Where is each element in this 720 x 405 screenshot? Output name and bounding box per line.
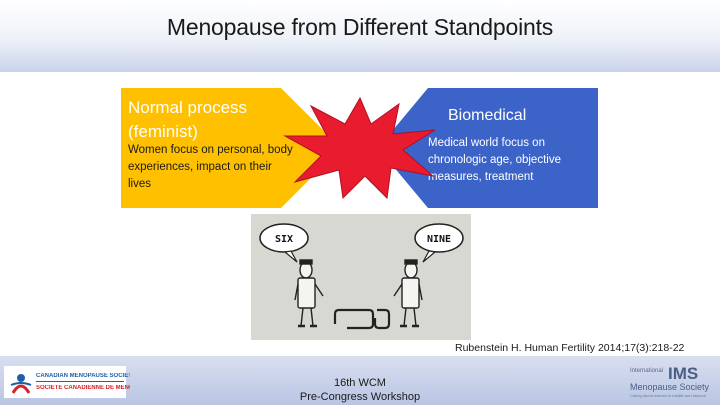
citation: Rubenstein H. Human Fertility 2014;17(3)…	[455, 342, 685, 354]
floor-number-shape	[333, 308, 391, 330]
footer-workshop: Pre-Congress Workshop	[299, 391, 421, 403]
footer-text: 16th WCM Pre-Congress Workshop	[240, 376, 480, 404]
cms-name-fr: SOCIÉTÉ CANADIENNE DE MÉNOPAUSE	[36, 385, 130, 391]
biomedical-heading: Biomedical	[448, 107, 527, 124]
ims-tagline: Caring about women in midlife and beyond	[630, 393, 706, 398]
footer-event: 16th WCM	[334, 377, 386, 389]
cms-logo[interactable]: CANADIAN MENOPAUSE SOCIETY SOCIÉTÉ CANAD…	[4, 366, 130, 398]
cms-divider	[36, 381, 124, 382]
conflict-burst	[283, 96, 436, 200]
left-person	[294, 259, 324, 328]
left-bubble-text: SIX	[275, 234, 293, 245]
right-speech-bubble: NINE	[414, 223, 464, 263]
biomedical-box	[378, 88, 598, 208]
ims-international: International	[630, 368, 664, 374]
ims-name: Menopause Society	[630, 382, 710, 392]
feminist-description: Women focus on personal, body experience…	[128, 144, 293, 190]
six-nine-illustration: SIX NINE	[251, 214, 471, 340]
left-speech-bubble: SIX	[259, 223, 309, 263]
ims-logo[interactable]: International IMS Menopause Society Cari…	[628, 364, 716, 400]
feminist-heading: Normal process (feminist)	[128, 98, 248, 141]
right-bubble-text: NINE	[427, 234, 451, 245]
cms-name-en: CANADIAN MENOPAUSE SOCIETY	[36, 373, 130, 379]
cms-emblem-icon	[10, 374, 32, 394]
biomedical-description: Medical world focus on chronologic age, …	[428, 137, 561, 183]
title-bar	[0, 0, 720, 72]
slide-title: Menopause from Different Standpoints	[166, 14, 554, 40]
ims-acronym: IMS	[668, 364, 699, 383]
feminist-box	[121, 88, 341, 208]
right-person	[393, 259, 423, 328]
